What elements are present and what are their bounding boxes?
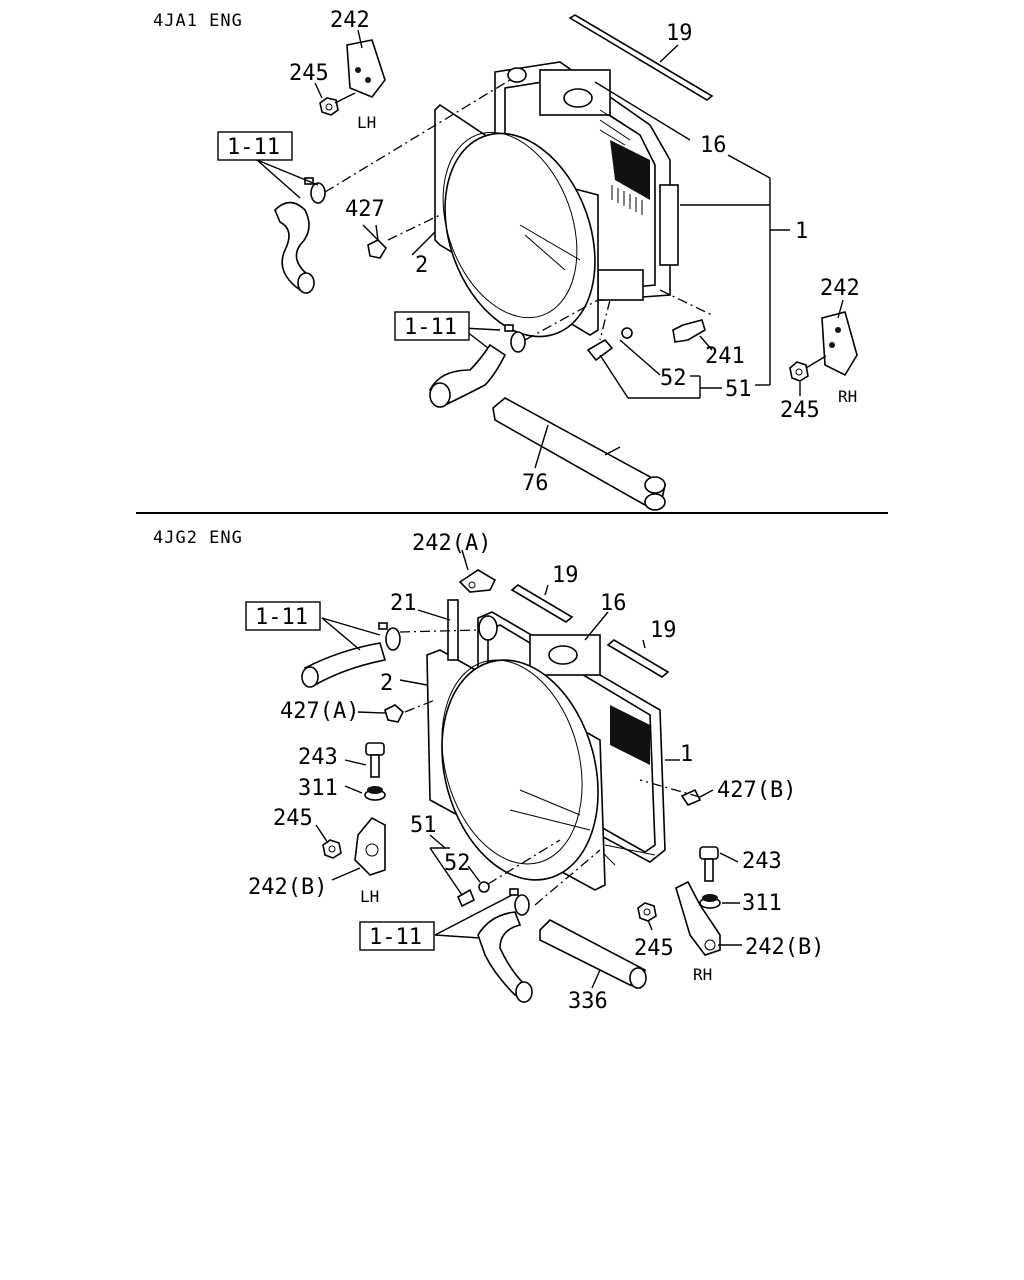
- bottom-label-51: 51: [410, 813, 437, 838]
- bottom-label-1: 1: [680, 742, 693, 767]
- top-box-lower: [394, 311, 470, 341]
- bottom-label-311: 311: [298, 776, 338, 801]
- bottom-label-245-rh: 245: [634, 936, 674, 961]
- top-box-upper-label: 1-11: [227, 135, 280, 160]
- bottom-label-rh: RH: [693, 965, 712, 984]
- top-label-19: 19: [666, 21, 693, 46]
- top-label-245-rh: 245: [780, 398, 820, 423]
- bottom-label-19a: 19: [552, 563, 579, 588]
- top-seal-19: [568, 14, 714, 101]
- top-box-upper: [217, 131, 293, 161]
- top-label-1: 1: [795, 219, 808, 244]
- bottom-cushion-311-rh: [699, 894, 721, 909]
- bottom-label-245: 245: [273, 806, 313, 831]
- bottom-label-2: 2: [380, 671, 393, 696]
- bottom-seal-21: [447, 599, 459, 661]
- bottom-bracket-242b-rh: [675, 880, 721, 956]
- top-label-52: 52: [660, 366, 687, 391]
- bottom-engine-header: 4JG2 ENG: [153, 528, 243, 548]
- bottom-box-upper: [245, 601, 321, 631]
- bottom-bolt-427a: [384, 704, 404, 723]
- top-label-242: 242: [330, 8, 370, 33]
- bottom-label-311-rh: 311: [742, 891, 782, 916]
- top-bolt-241: [672, 319, 706, 343]
- top-nut-245-lh: [319, 97, 339, 116]
- top-pipe-76: [492, 397, 666, 511]
- bottom-pipe-336: [539, 919, 647, 990]
- top-label-242-rh: 242: [820, 276, 860, 301]
- bottom-label-242a: 242(A): [412, 531, 491, 556]
- bottom-label-243: 243: [298, 745, 338, 770]
- bottom-upper-hose: [301, 622, 401, 688]
- top-engine-header: 4JA1 ENG: [153, 11, 243, 31]
- bottom-fan-shroud: [426, 649, 606, 891]
- bottom-label-lh: LH: [360, 887, 379, 906]
- bottom-label-52: 52: [444, 851, 471, 876]
- bottom-label-336: 336: [568, 989, 608, 1014]
- top-bolt-427: [367, 224, 388, 259]
- bottom-cushion-311-lh: [364, 786, 386, 801]
- top-label-16: 16: [700, 133, 727, 158]
- top-nut-245-rh: [789, 361, 809, 382]
- bottom-clip-427b: [680, 788, 702, 806]
- top-bracket-242-rh: [821, 311, 858, 377]
- bottom-lower-hose: [477, 888, 533, 1003]
- top-bracket-242-lh: [346, 39, 386, 98]
- top-lower-hose: [429, 324, 526, 408]
- top-fan-shroud: [434, 103, 599, 338]
- bottom-box-lower: [359, 921, 435, 951]
- bottom-bolt-243-rh: [699, 846, 719, 882]
- bottom-seal-19a: [510, 584, 574, 623]
- top-upper-hose: [274, 177, 326, 294]
- bottom-bolt-243-lh: [365, 742, 385, 778]
- bottom-label-16: 16: [600, 591, 627, 616]
- bottom-bracket-242b-lh: [354, 816, 386, 876]
- bottom-drain-plug-52: [456, 881, 490, 908]
- bottom-label-19b: 19: [650, 618, 677, 643]
- bottom-label-21: 21: [390, 591, 417, 616]
- bottom-bracket-242a: [458, 569, 497, 593]
- bottom-box-upper-label: 1-11: [255, 605, 308, 630]
- bottom-leader-lines: [315, 549, 742, 989]
- top-box-lower-label: 1-11: [404, 315, 457, 340]
- bottom-label-243-rh: 243: [742, 849, 782, 874]
- top-label-76: 76: [522, 471, 549, 496]
- top-label-245: 245: [289, 61, 329, 86]
- bottom-label-242b: 242(B): [248, 875, 327, 900]
- top-label-rh: RH: [838, 387, 857, 406]
- bottom-nut-245-lh: [322, 839, 342, 859]
- bottom-nut-245-rh: [637, 902, 657, 922]
- top-label-2: 2: [415, 253, 428, 278]
- bottom-label-242b-rh: 242(B): [745, 935, 824, 960]
- bottom-seal-19b: [606, 639, 670, 678]
- top-label-241: 241: [705, 344, 745, 369]
- bottom-label-427b: 427(B): [717, 778, 796, 803]
- top-label-lh: LH: [357, 113, 376, 132]
- bottom-label-427a: 427(A): [280, 699, 359, 724]
- top-label-51: 51: [725, 377, 752, 402]
- top-drain-plug-52: [586, 327, 633, 362]
- bottom-box-lower-label: 1-11: [369, 925, 422, 950]
- top-label-427: 427: [345, 197, 385, 222]
